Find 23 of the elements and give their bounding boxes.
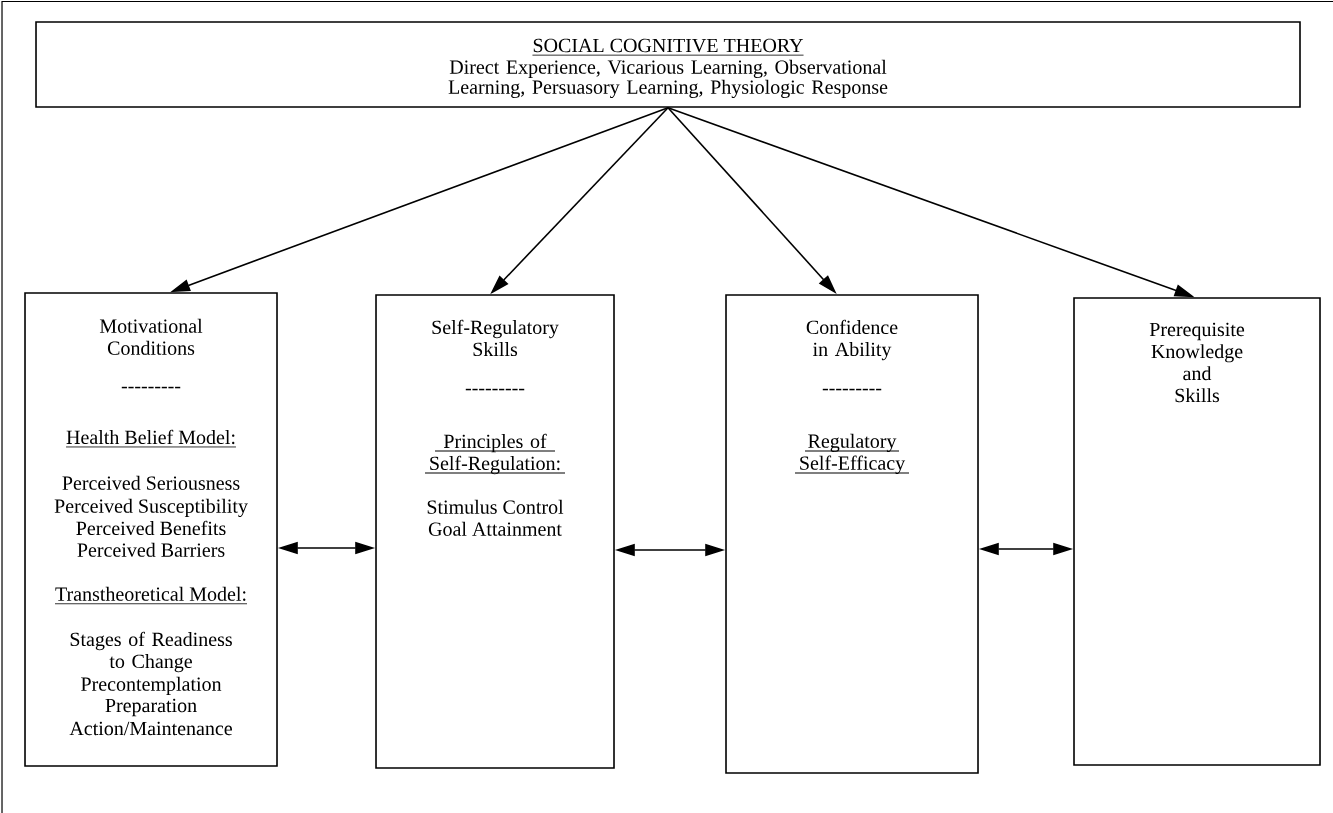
separator-dashes: --------- xyxy=(121,386,181,389)
separator-dashes: --------- xyxy=(822,388,882,391)
separator-dashes: --------- xyxy=(465,388,525,391)
list-item: Goal Attainment xyxy=(428,521,562,536)
section-heading: Health Belief Model: xyxy=(65,429,237,448)
list-item: Perceived Susceptibility xyxy=(54,498,248,517)
box-heading: Self-Regulatory Skills xyxy=(432,319,559,357)
list-item: Perceived Seriousness xyxy=(62,475,240,490)
box-heading: Prerequisite Knowledge and Skills xyxy=(1149,322,1245,403)
list-item: Stages of Readiness to Change xyxy=(70,631,232,673)
section-heading: Regulatory Self-Efficacy xyxy=(794,433,910,474)
list-item: Precontemplation xyxy=(81,676,222,695)
list-item: Stimulus Control xyxy=(427,499,564,514)
list-item: Preparation xyxy=(105,698,197,717)
section-heading: Principles of Self-Regulation: xyxy=(424,433,566,475)
theory-title: SOCIAL COGNITIVE THEORY xyxy=(532,38,804,56)
list-item: Action/Maintenance xyxy=(69,721,232,736)
list-item: Perceived Barriers xyxy=(77,542,225,557)
section-heading: Transtheoretical Model: xyxy=(54,586,248,605)
box-heading: Confidence in Ability xyxy=(806,319,898,361)
list-item: Perceived Benefits xyxy=(76,520,226,536)
theory-description: Direct Experience, Vicarious Learning, Observational Learning, Persuasory Learning, Physiologic Response xyxy=(448,59,888,98)
box-heading: Motivational Conditions xyxy=(99,318,203,355)
